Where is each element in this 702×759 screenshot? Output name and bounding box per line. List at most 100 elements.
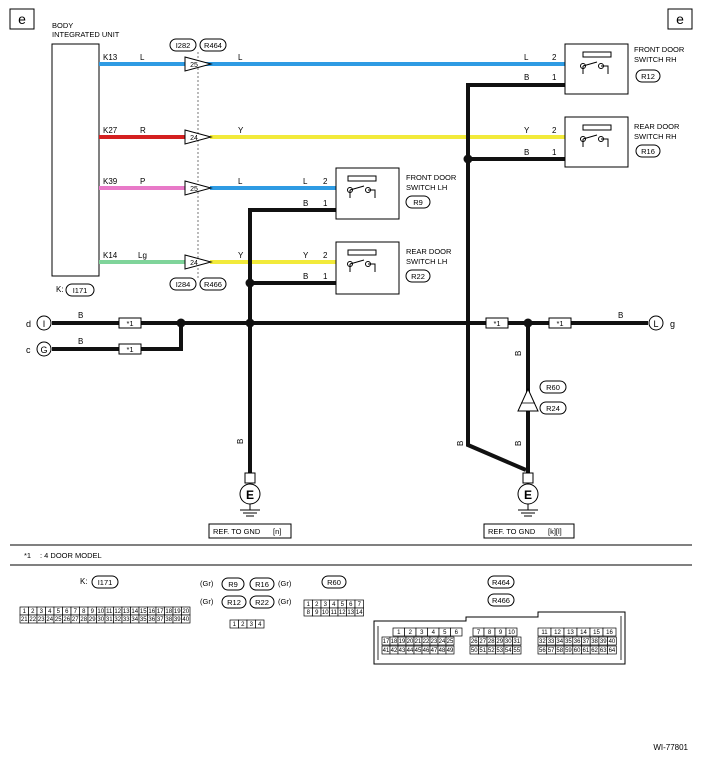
i171-pin: 31	[106, 617, 113, 623]
svg-text:B: B	[618, 311, 623, 320]
svg-text:R9: R9	[228, 580, 238, 589]
r464-pin: 23	[431, 639, 438, 645]
r60-pin: 6	[349, 602, 353, 608]
svg-text:SWITCH RH: SWITCH RH	[634, 132, 677, 141]
svg-text:B: B	[456, 441, 465, 446]
svg-text:INTEGRATED UNIT: INTEGRATED UNIT	[52, 30, 120, 39]
i171-pin: 18	[165, 609, 172, 615]
footnote: *1 : 4 DOOR MODEL	[24, 551, 102, 560]
r464-pin: 57	[548, 648, 555, 654]
r464-pin: 24	[439, 639, 446, 645]
r60-pin: 7	[358, 602, 362, 608]
joint-triangle-k27: 24	[184, 129, 213, 145]
svg-text:FRONT DOOR: FRONT DOOR	[406, 173, 457, 182]
svg-text:L: L	[653, 319, 658, 329]
i171-pin: 36	[148, 617, 155, 623]
bus-terminal-d: d I	[26, 315, 52, 331]
svg-text:I282: I282	[176, 41, 191, 50]
i171-pin: 25	[55, 617, 62, 623]
r464-pin: 3	[420, 630, 424, 636]
svg-text:B: B	[78, 311, 83, 320]
r60-pin: 5	[341, 602, 345, 608]
svg-text:Lg: Lg	[138, 251, 147, 260]
svg-text:2: 2	[552, 126, 557, 135]
svg-text:I171: I171	[98, 578, 113, 587]
i171-pin: 1	[23, 609, 27, 615]
r464-pin: 13	[567, 630, 574, 636]
i171-pin: 17	[157, 609, 164, 615]
door-switch-pin: 4	[258, 622, 262, 628]
r464-pin: 29	[496, 639, 503, 645]
i171-pin: 33	[123, 617, 130, 623]
i171-pin: 22	[29, 617, 36, 623]
r464-pin: 49	[447, 648, 454, 654]
r464-pin: 56	[539, 648, 546, 654]
svg-text:*1: *1	[126, 319, 133, 328]
r464-pin: 14	[580, 630, 587, 636]
r464-pin: 6	[455, 630, 459, 636]
r464-pin: 10	[508, 630, 515, 636]
svg-text:Y: Y	[238, 126, 244, 135]
page-marker-left: e	[9, 8, 35, 30]
i171-pin: 27	[72, 617, 79, 623]
r60-pin: 4	[332, 602, 336, 608]
r464-pin: 39	[600, 639, 607, 645]
svg-text:d: d	[26, 319, 31, 329]
svg-text:R: R	[140, 126, 146, 135]
r464-pin: 55	[513, 648, 520, 654]
switch-front-door-rh: FRONT DOOR SWITCH RH R12 L 2 B 1	[524, 43, 685, 95]
signal-wires	[99, 62, 565, 264]
svg-text:R22: R22	[255, 598, 269, 607]
svg-text:24: 24	[190, 260, 198, 267]
i171-pin: 39	[174, 617, 181, 623]
svg-text:K:: K:	[80, 577, 88, 586]
i171-pin: 6	[65, 609, 69, 615]
svg-text:24: 24	[190, 135, 198, 142]
svg-text:*1: *1	[493, 319, 500, 328]
r464-pin: 52	[488, 648, 495, 654]
r464-pin: 63	[600, 648, 607, 654]
svg-text:[n]: [n]	[273, 527, 281, 536]
svg-text:L: L	[238, 53, 243, 62]
i171-pin: 29	[89, 617, 96, 623]
r464-pin: 41	[383, 648, 390, 654]
r464-pin: 19	[399, 639, 406, 645]
r464-pin: 58	[556, 648, 563, 654]
body-integrated-unit: BODY INTEGRATED UNIT K: I171	[51, 21, 120, 297]
page-marker-right: e	[667, 8, 693, 30]
svg-text:L: L	[238, 177, 243, 186]
switch-rear-door-lh: REAR DOOR SWITCH LH R22 Y 2 B 1	[303, 241, 452, 295]
r464-pin: 21	[415, 639, 422, 645]
svg-text:FRONT DOOR: FRONT DOOR	[634, 45, 685, 54]
svg-text:REF. TO GND: REF. TO GND	[488, 527, 536, 536]
star-markers: *1 *1 *1 *1	[118, 317, 572, 355]
r464-pin: 51	[479, 648, 486, 654]
r60-pin: 1	[307, 602, 311, 608]
i171-pin: 2	[31, 609, 35, 615]
i171-pin: 14	[131, 609, 138, 615]
r464-pin: 9	[499, 630, 503, 636]
door-switch-pin: 1	[233, 622, 237, 628]
svg-text:I: I	[43, 319, 46, 329]
r464-pin: 27	[479, 639, 486, 645]
ground-left: E REF. TO GND [n]	[208, 472, 292, 539]
r464-pin: 28	[488, 639, 495, 645]
joint-triangle-k13: 25	[184, 56, 213, 72]
svg-text:(Gr): (Gr)	[200, 597, 214, 606]
svg-text:K39: K39	[103, 177, 118, 186]
svg-text:E: E	[246, 488, 254, 502]
r464-pin: 35	[565, 639, 572, 645]
i171-pin: 26	[63, 617, 70, 623]
r60-pin: 2	[315, 602, 319, 608]
svg-text:REAR DOOR: REAR DOOR	[634, 122, 680, 131]
r464-pin: 34	[556, 639, 563, 645]
svg-text:c: c	[26, 345, 31, 355]
i171-pin: 11	[106, 609, 113, 615]
r464-pin: 42	[391, 648, 398, 654]
svg-text:L: L	[303, 177, 308, 186]
svg-text:SWITCH LH: SWITCH LH	[406, 183, 447, 192]
svg-text:R24: R24	[546, 404, 560, 413]
